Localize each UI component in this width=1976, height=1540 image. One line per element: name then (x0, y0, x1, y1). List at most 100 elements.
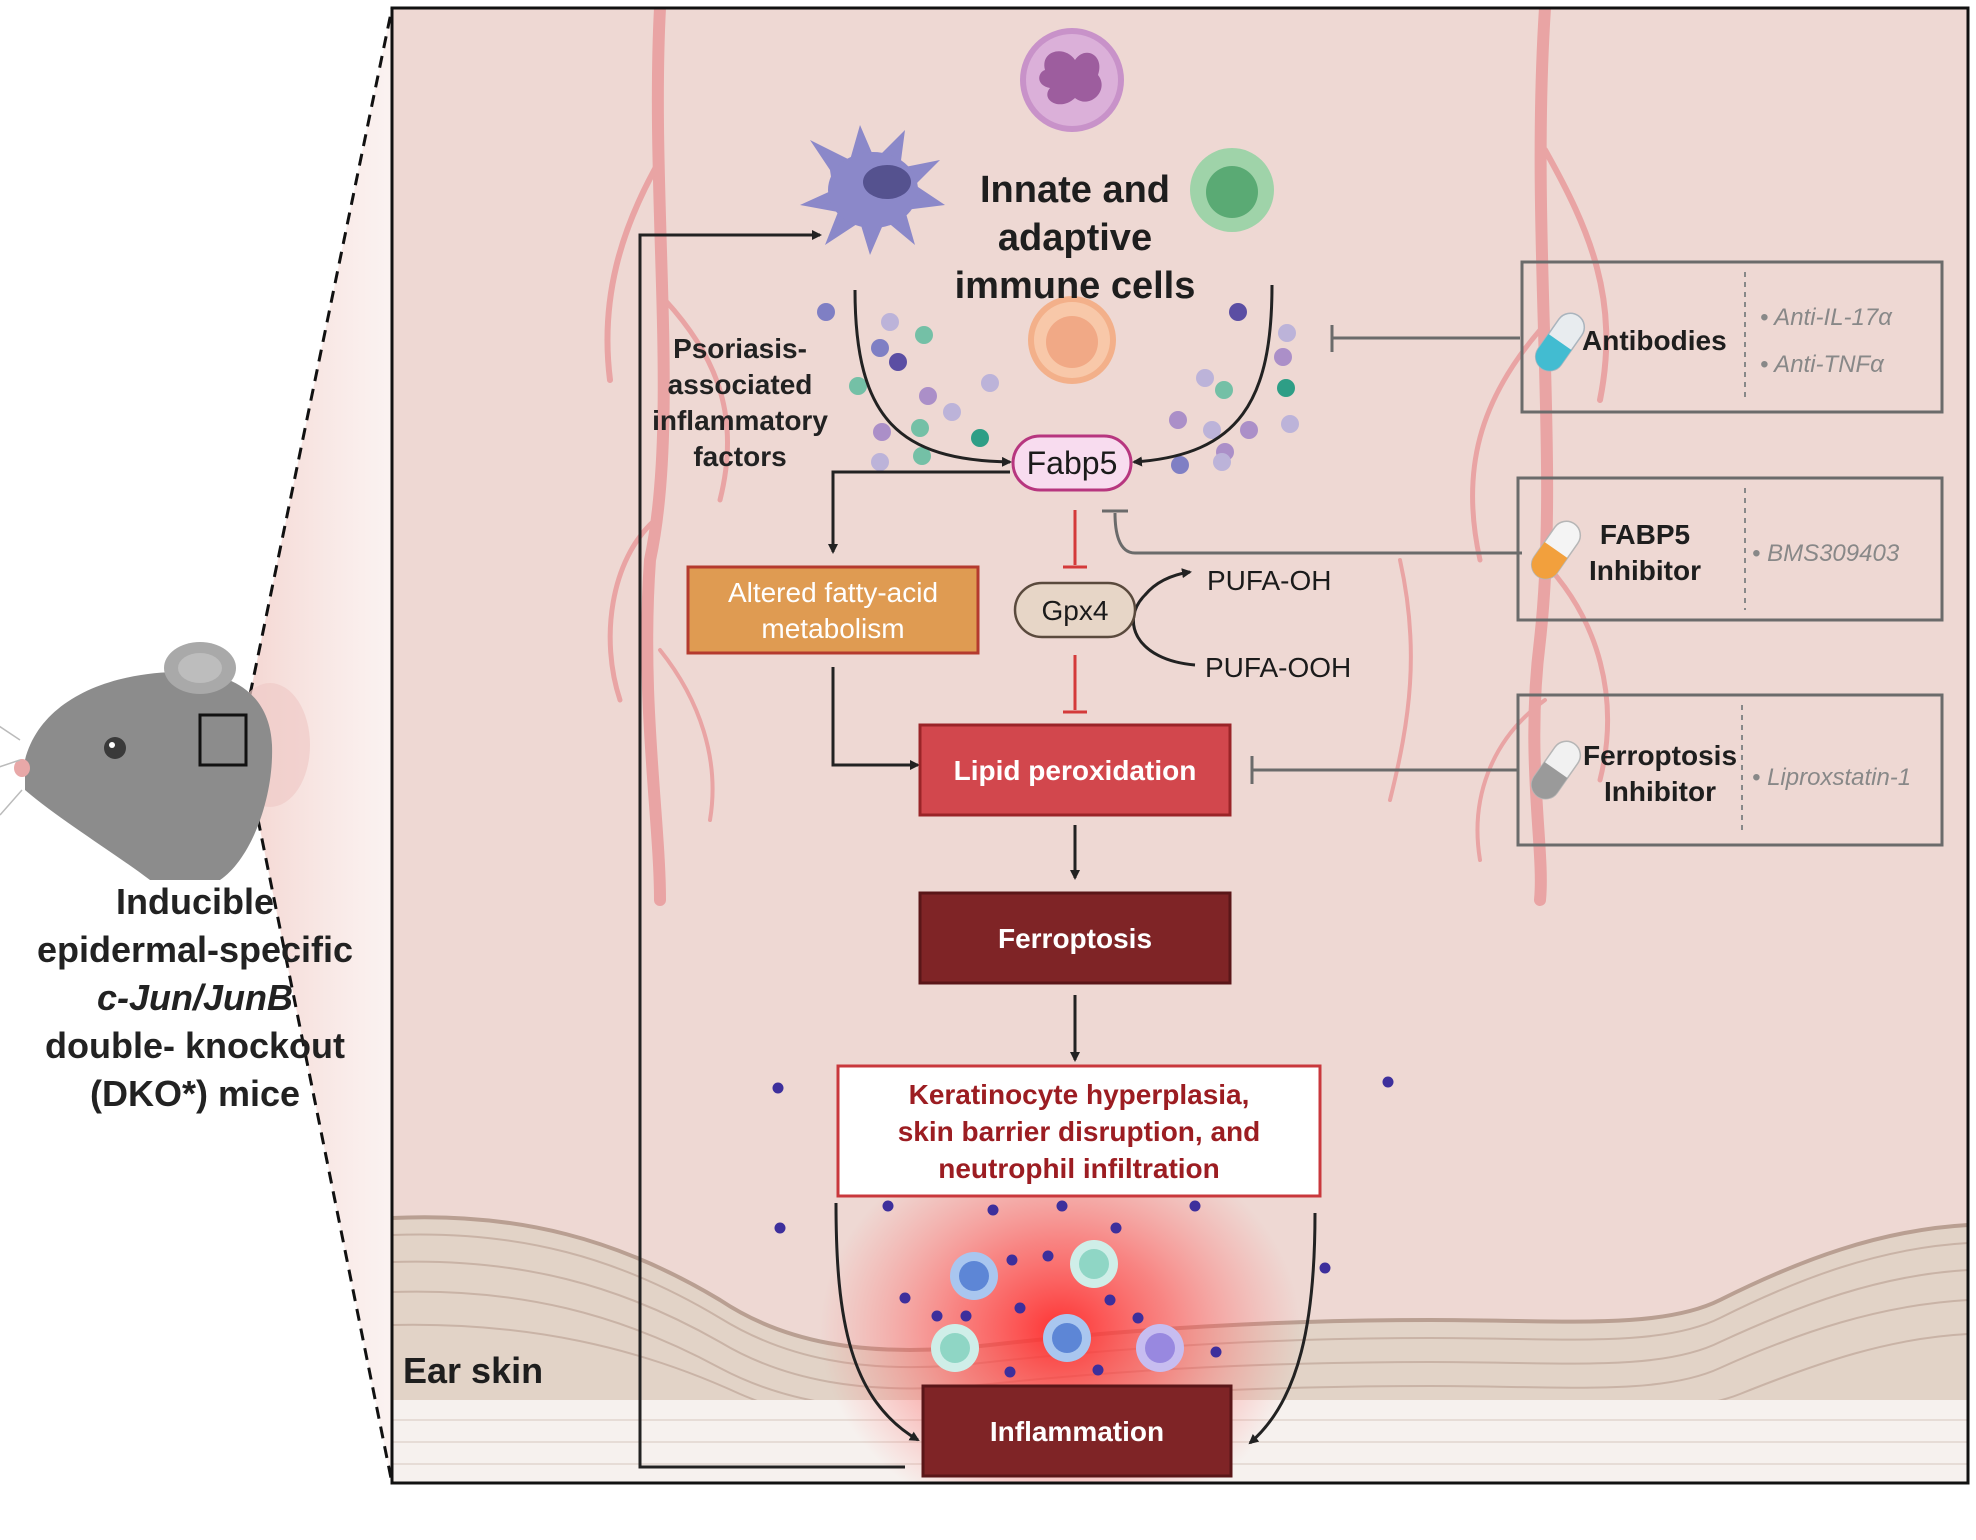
mouse-caption-line3: c-Jun/JunB (97, 977, 293, 1018)
cytokine-dot (1240, 421, 1258, 439)
fabp5-inhibitor-label-line2: Inhibitor (1589, 555, 1701, 586)
zoom-line-top (244, 7, 394, 715)
cytokine-dot (881, 313, 899, 331)
factors-label-line3: inflammatory (652, 405, 828, 436)
teal-cell-icon (1070, 1240, 1118, 1288)
cytokine-dot (987, 1204, 999, 1216)
mouse-caption-line5: (DKO*) mice (90, 1073, 300, 1114)
antibodies-label: Antibodies (1582, 325, 1727, 356)
cytokine-dot (960, 1310, 972, 1322)
arrow-gpx4-cycle (1132, 568, 1196, 667)
cytokine-dot (873, 423, 891, 441)
neutrophil-cell-icon (1020, 28, 1124, 132)
arrow-fabp5-to-altered (828, 470, 1010, 554)
arrow-keratinocyte-left-to-inflammation (834, 1202, 920, 1442)
immune-label-line3: immune cells (955, 265, 1196, 307)
pufa-ooh-label: PUFA-OOH (1205, 652, 1351, 683)
arrow-altered-to-lipid (831, 667, 920, 770)
cytokine-dot (1169, 411, 1187, 429)
cytokine-dot (1132, 1312, 1144, 1324)
factors-label-line4: factors (693, 441, 786, 472)
ferroptosis-inhibitor-item1: • Liproxstatin-1 (1752, 764, 1911, 791)
cytokine-dot (1382, 1076, 1394, 1088)
zoom-line-bottom (244, 759, 394, 1484)
dendritic-cell-icon (800, 125, 945, 255)
cytokine-dot (849, 377, 867, 395)
cytokine-dot (1210, 1346, 1222, 1358)
infiltrating-immune-cells (931, 1240, 1184, 1372)
altered-metabolism-line1: Altered fatty-acid (728, 577, 938, 608)
immune-label-line2: adaptive (998, 217, 1152, 259)
ferroptosis-inhibitor-label-line1: Ferroptosis (1583, 740, 1737, 771)
cytokine-dot (1278, 324, 1296, 342)
ferroptosis-inhibitor-label-line2: Inhibitor (1604, 776, 1716, 807)
lipid-peroxidation-label: Lipid peroxidation (954, 755, 1197, 786)
antibodies-item2: • Anti-TNFα (1760, 351, 1885, 378)
cytokine-dot (871, 453, 889, 471)
keratinocyte-box (836, 1064, 1322, 1198)
cytokine-dot (943, 403, 961, 421)
cytokine-dot (772, 1082, 784, 1094)
ear-zoom-box (198, 713, 248, 767)
ear-skin-panel-border (390, 6, 1970, 1485)
cytokine-dot (817, 303, 835, 321)
immune-label-line1: Innate and (980, 169, 1170, 211)
factors-label: Psoriasis- associated inflammatory facto… (652, 333, 828, 472)
arrow-feedback-loop (638, 230, 905, 1469)
keratinocyte-line1: Keratinocyte hyperplasia, (909, 1079, 1250, 1110)
cytokine-dot (1213, 453, 1231, 471)
cytokine-dot (1092, 1364, 1104, 1376)
inflammation-label: Inflammation (990, 1416, 1164, 1447)
cytokine-dot (1281, 415, 1299, 433)
fabp5-inhibitor-label-line1: FABP5 (1600, 519, 1690, 550)
cytokine-dot (1004, 1366, 1016, 1378)
cytokine-dots (817, 303, 1299, 474)
ferroptosis-inhibitor-box: Ferroptosis Inhibitor • Liproxstatin-1 (1516, 693, 1944, 847)
gpx4-node (1013, 581, 1137, 639)
cytokine-dot (1014, 1302, 1026, 1314)
ferroptosis-label: Ferroptosis (998, 923, 1152, 954)
arrow-keratinocyte-right-to-inflammation (1248, 1212, 1317, 1445)
cytokine-dot (774, 1222, 786, 1234)
cytokine-dot (911, 419, 929, 437)
cytokine-dot (1319, 1262, 1331, 1274)
inhibition-lines (1063, 325, 1522, 784)
cytokine-dot (1042, 1250, 1054, 1262)
purple-cell-icon (1136, 1324, 1184, 1372)
cytokine-dot (1104, 1294, 1116, 1306)
keratinocyte-line3: neutrophil infiltration (938, 1153, 1220, 1184)
cytokine-dot (981, 374, 999, 392)
cytokine-dot (1196, 369, 1214, 387)
altered-metabolism-line2: metabolism (761, 613, 904, 644)
cytokine-dot (899, 1292, 911, 1304)
mouse-caption-line1: Inducible (116, 881, 274, 922)
cytokine-dot (1274, 348, 1292, 366)
fabp5-label: Fabp5 (1027, 445, 1118, 481)
cytokine-dot (889, 353, 907, 371)
altered-metabolism-box (686, 565, 980, 655)
capsule-icon-blue (1534, 312, 1586, 372)
blue-cell-icon (950, 1252, 998, 1300)
cytokine-dot (1277, 379, 1295, 397)
lymphocyte-orange-icon (1028, 296, 1116, 384)
keratinocyte-line2: skin barrier disruption, and (898, 1116, 1261, 1147)
factors-label-line2: associated (668, 369, 813, 400)
antibodies-item1: • Anti-IL-17α (1760, 304, 1893, 331)
factors-label-line1: Psoriasis- (673, 333, 807, 364)
fabp5-inhibitor-item1: • BMS309403 (1752, 540, 1900, 567)
inflammation-box (921, 1384, 1233, 1478)
arrow-left-curve-to-fabp5 (853, 289, 1012, 467)
cytokine-dot (971, 429, 989, 447)
gpx4-label: Gpx4 (1042, 595, 1109, 626)
cytokine-dot (1203, 421, 1221, 439)
arrow-right-curve-to-fabp5 (1132, 284, 1274, 467)
fabp5-inhibitor-box: FABP5 Inhibitor • BMS309403 (1516, 476, 1944, 622)
zoom-fan (246, 8, 392, 1483)
fabp5-node (1011, 434, 1133, 492)
cytokine-dot (931, 1310, 943, 1322)
cytokine-dot (882, 1200, 894, 1212)
lipid-peroxidation-box (918, 723, 1232, 817)
mouse-illustration (0, 642, 310, 880)
